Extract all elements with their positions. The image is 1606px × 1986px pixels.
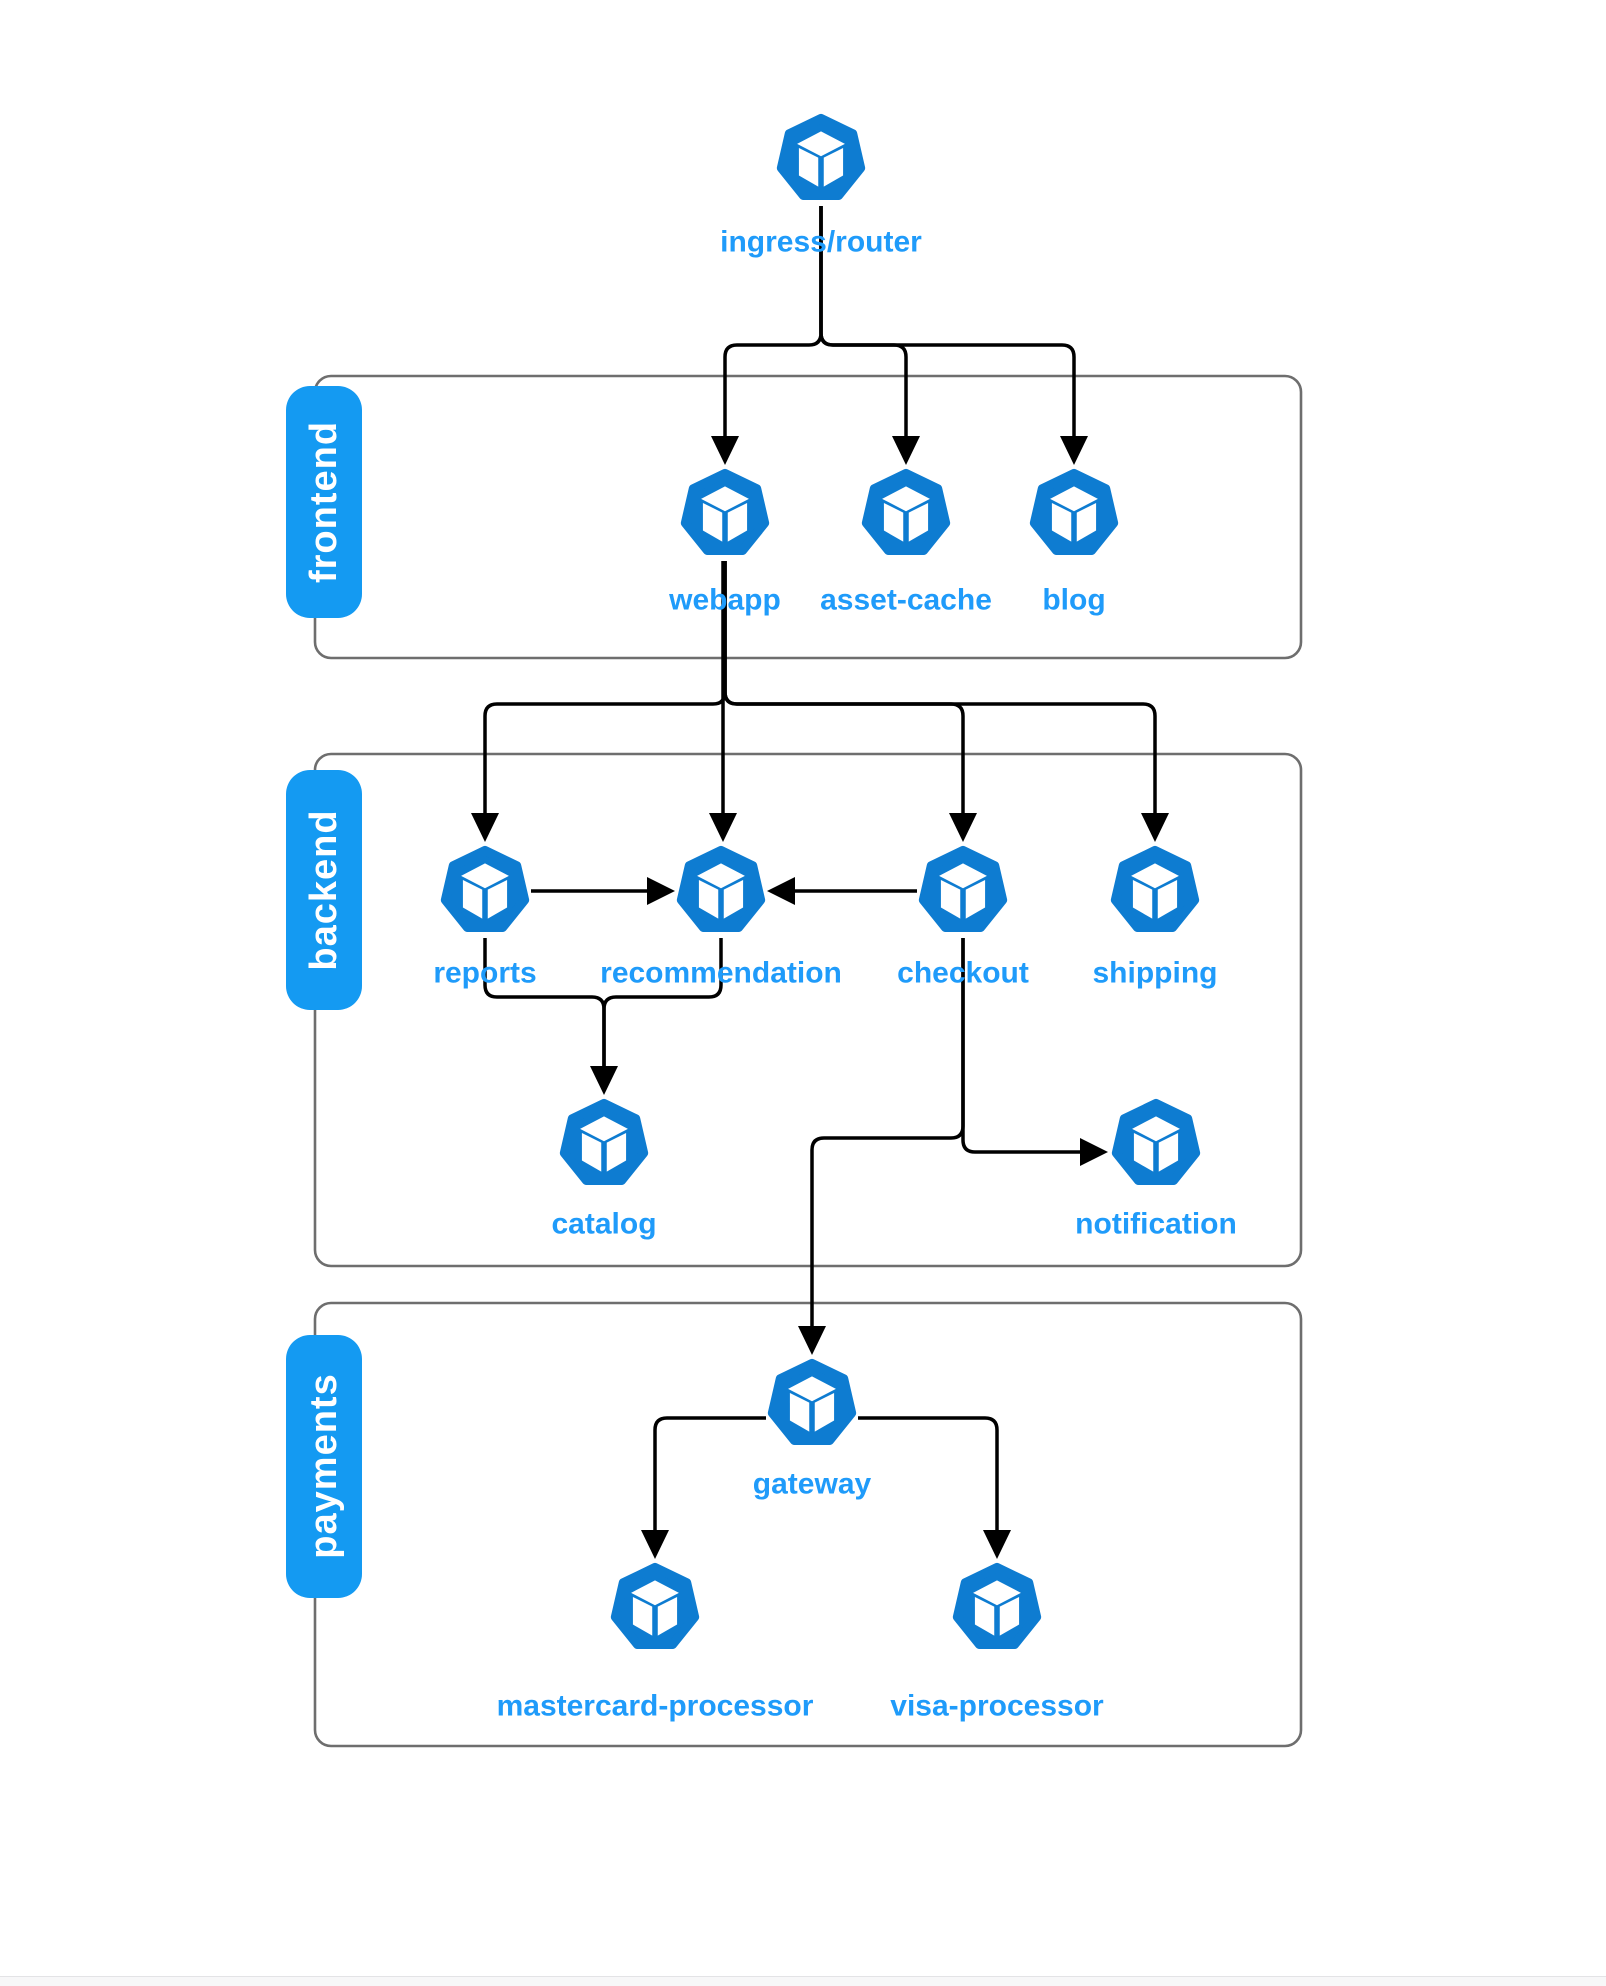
arrowhead-reports — [471, 813, 499, 842]
arrowhead-mastercard — [641, 1530, 669, 1559]
node-notification-label: notification — [1075, 1208, 1237, 1241]
node-webapp-icon — [685, 474, 764, 551]
group-frontend-tab — [286, 386, 362, 618]
group-payments-label: payments — [303, 1373, 345, 1558]
edge-gateway-mastercard — [653, 1416, 766, 1531]
arrowhead-notification — [1080, 1138, 1108, 1166]
node-shipping-label: shipping — [1093, 957, 1218, 990]
arrowhead-recommendation-left — [647, 877, 675, 905]
window-bottom-strip — [0, 1976, 1606, 1986]
arrowhead-webapp — [711, 436, 739, 465]
arrowhead-recommendation-top — [709, 813, 737, 842]
edge-recommendation-catalog — [602, 938, 723, 1067]
node-gateway-icon — [772, 1364, 851, 1441]
node-checkout-icon — [923, 851, 1002, 928]
node-shipping-icon — [1115, 851, 1194, 928]
node-checkout-label: checkout — [897, 957, 1029, 990]
node-visa-icon — [957, 1568, 1036, 1645]
arrowhead-shipping — [1141, 813, 1169, 842]
arrowhead-catalog — [590, 1066, 618, 1095]
arrowhead-visa — [983, 1530, 1011, 1559]
node-gateway-label: gateway — [753, 1468, 872, 1501]
node-catalog-icon — [564, 1104, 643, 1181]
node-catalog-label: catalog — [551, 1208, 656, 1241]
edge-ingress-blog — [819, 206, 1076, 437]
group-frontend-label: frontend — [303, 421, 345, 583]
edge-checkout-gateway — [810, 938, 965, 1327]
edge-webapp-shipping — [723, 561, 1157, 814]
node-asset-cache-label: asset-cache — [820, 584, 992, 617]
node-webapp-label: webapp — [668, 584, 781, 617]
node-mastercard-label: mastercard-processor — [497, 1690, 814, 1723]
arrowhead-checkout — [949, 813, 977, 842]
arrowhead-recommendation-right — [767, 877, 795, 905]
node-mastercard-icon — [615, 1568, 694, 1645]
node-ingress-icon — [781, 119, 860, 196]
node-recommendation-label: recommendation — [600, 957, 842, 990]
node-blog-icon — [1034, 474, 1113, 551]
node-reports-icon — [445, 851, 524, 928]
group-backend-tab — [286, 770, 362, 1010]
arrowhead-blog — [1060, 436, 1088, 465]
group-backend-label: backend — [303, 809, 345, 970]
edge-gateway-visa — [858, 1416, 999, 1531]
node-reports-label: reports — [433, 957, 536, 990]
node-recommendation-icon — [681, 851, 760, 928]
arrowhead-asset-cache — [892, 436, 920, 465]
group-payments-tab — [286, 1335, 362, 1598]
node-blog-label: blog — [1042, 584, 1105, 617]
group-frontend-box — [313, 374, 1303, 660]
node-visa-label: visa-processor — [890, 1690, 1104, 1723]
node-notification-icon — [1116, 1104, 1195, 1181]
node-asset-cache-icon — [866, 474, 945, 551]
arrowhead-gateway — [798, 1326, 826, 1355]
edge-checkout-notification — [961, 938, 1080, 1154]
node-ingress-label: ingress/router — [720, 226, 922, 259]
